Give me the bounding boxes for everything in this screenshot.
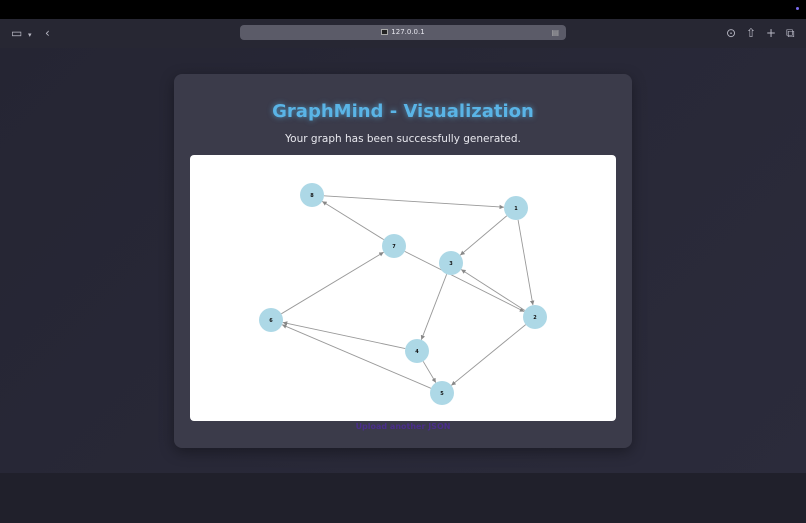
edge-3-4: [420, 274, 448, 340]
node-label-1: 1: [514, 206, 518, 212]
node-label-3: 3: [449, 261, 453, 267]
upload-another-link[interactable]: Upload another JSON: [355, 422, 451, 431]
edge-7-2: [404, 250, 525, 313]
edge-7-8: [321, 200, 385, 241]
node-label-2: 2: [533, 315, 537, 321]
success-message: Your graph has been successfully generat…: [285, 133, 521, 145]
back-icon[interactable]: ‹: [45, 26, 50, 40]
edge-2-5: [451, 324, 526, 386]
edge-5-6: [281, 324, 432, 389]
result-card: GraphMind - Visualization Your graph has…: [174, 74, 632, 448]
node-label-7: 7: [392, 244, 396, 250]
node-label-8: 8: [310, 193, 314, 199]
browser-toolbar: ▭ ▾ ‹ 127.0.0.1 ▤ ⊙ ⇧ + ⧉: [0, 19, 806, 48]
edge-4-6: [282, 321, 406, 349]
node-3: [439, 251, 463, 275]
graph-diagram: 1 2 3 4 5 6 7 8: [259, 183, 547, 405]
node-label-6: 6: [269, 318, 273, 324]
download-icon[interactable]: ⊙: [726, 26, 737, 40]
node-5: [430, 381, 454, 405]
tabs-icon[interactable]: ⧉: [786, 26, 795, 40]
node-7: [382, 234, 406, 258]
share-icon[interactable]: ⇧: [746, 26, 757, 40]
system-menu-bar: [0, 0, 806, 19]
node-6: [259, 308, 283, 332]
favicon-icon: [381, 29, 389, 35]
reader-icon[interactable]: ▤: [551, 28, 559, 37]
sidebar-icon[interactable]: ▭: [11, 26, 23, 40]
page-title: GraphMind - Visualization: [272, 101, 534, 122]
address-bar[interactable]: 127.0.0.1 ▤: [240, 25, 566, 40]
node-4: [405, 339, 429, 363]
graph-image: 1 2 3 4 5 6 7 8: [190, 155, 616, 421]
node-label-5: 5: [440, 391, 444, 397]
status-dot-icon: [796, 7, 799, 10]
edge-2-3: [460, 269, 526, 311]
page-footer-area: [0, 473, 806, 523]
edge-1-3: [459, 215, 508, 256]
url-text: 127.0.0.1: [391, 28, 425, 36]
edge-6-7: [281, 251, 384, 315]
node-2: [523, 305, 547, 329]
node-label-4: 4: [415, 349, 419, 355]
node-1: [504, 196, 528, 220]
edge-1-2: [517, 219, 535, 306]
edge-8-1: [323, 195, 505, 210]
chevron-down-icon[interactable]: ▾: [28, 31, 32, 39]
new-tab-icon[interactable]: +: [766, 26, 777, 40]
edge-4-5: [422, 361, 437, 383]
node-8: [300, 183, 324, 207]
